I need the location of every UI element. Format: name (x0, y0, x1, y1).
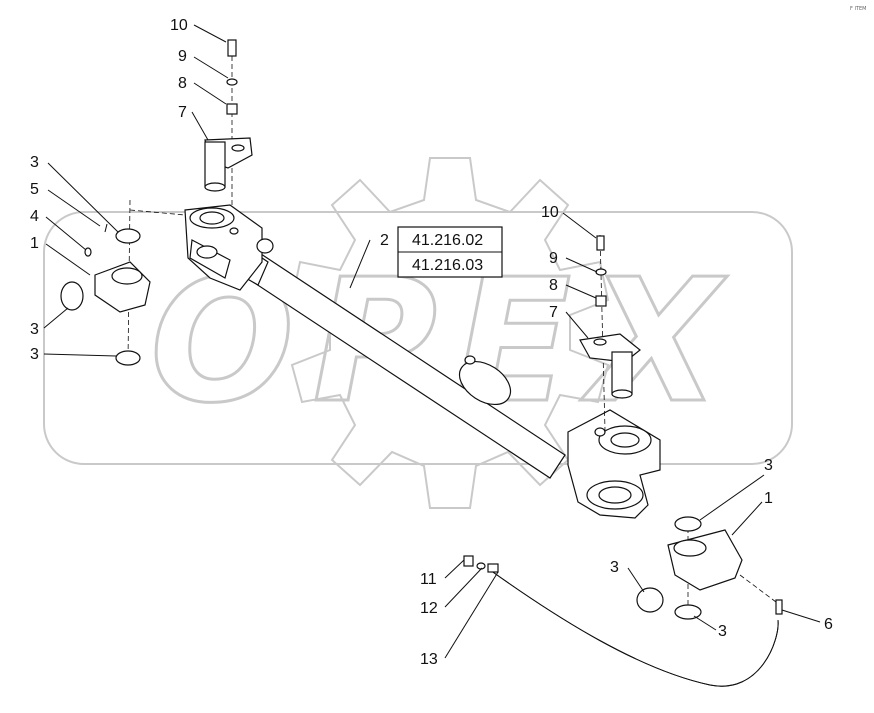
callout-10-right: 10 (541, 204, 559, 221)
corner-mark: F ITEM (850, 6, 866, 12)
callout-10-top: 10 (170, 17, 188, 34)
watermark-gear-logo: OPEX (43, 157, 793, 509)
callout-1-left: 1 (30, 235, 39, 252)
callout-4: 4 (30, 208, 39, 225)
reference-box: 41.216.02 41.216.03 (397, 226, 503, 278)
right-clevis (567, 409, 661, 519)
callout-9-right: 9 (549, 250, 558, 267)
callout-3-f: 3 (718, 623, 727, 640)
leader-lines (43, 24, 821, 659)
top-pin-assembly (204, 39, 253, 205)
callout-9-top: 9 (178, 48, 187, 65)
callout-13: 13 (420, 651, 438, 668)
callout-12: 12 (420, 600, 438, 617)
callout-8-top: 8 (178, 75, 187, 92)
callout-11: 11 (420, 571, 437, 588)
hose-assembly (463, 555, 779, 687)
reference-label-2: 41.216.03 (412, 257, 483, 274)
right-bushing-group (636, 516, 783, 620)
callout-7-right: 7 (549, 304, 558, 321)
reference-label-1: 41.216.02 (412, 232, 483, 249)
callout-5: 5 (30, 181, 39, 198)
callout-3-d: 3 (764, 457, 773, 474)
callout-3-a: 3 (30, 154, 39, 171)
callout-7-top: 7 (178, 104, 187, 121)
right-pin-assembly (579, 234, 641, 431)
callout-labels: 10 9 8 7 3 5 4 1 3 3 2 10 9 8 7 3 1 3 3 … (30, 17, 833, 668)
left-clevis (184, 204, 274, 291)
callout-2: 2 (380, 232, 389, 249)
left-bushing-group (60, 199, 186, 366)
callout-3-e: 3 (610, 559, 619, 576)
callout-1-right: 1 (764, 490, 773, 507)
callout-3-b: 3 (30, 321, 39, 338)
hydraulic-cylinder (217, 234, 566, 479)
callout-6: 6 (824, 616, 833, 633)
callout-3-c: 3 (30, 346, 39, 363)
callout-8-right: 8 (549, 277, 558, 294)
